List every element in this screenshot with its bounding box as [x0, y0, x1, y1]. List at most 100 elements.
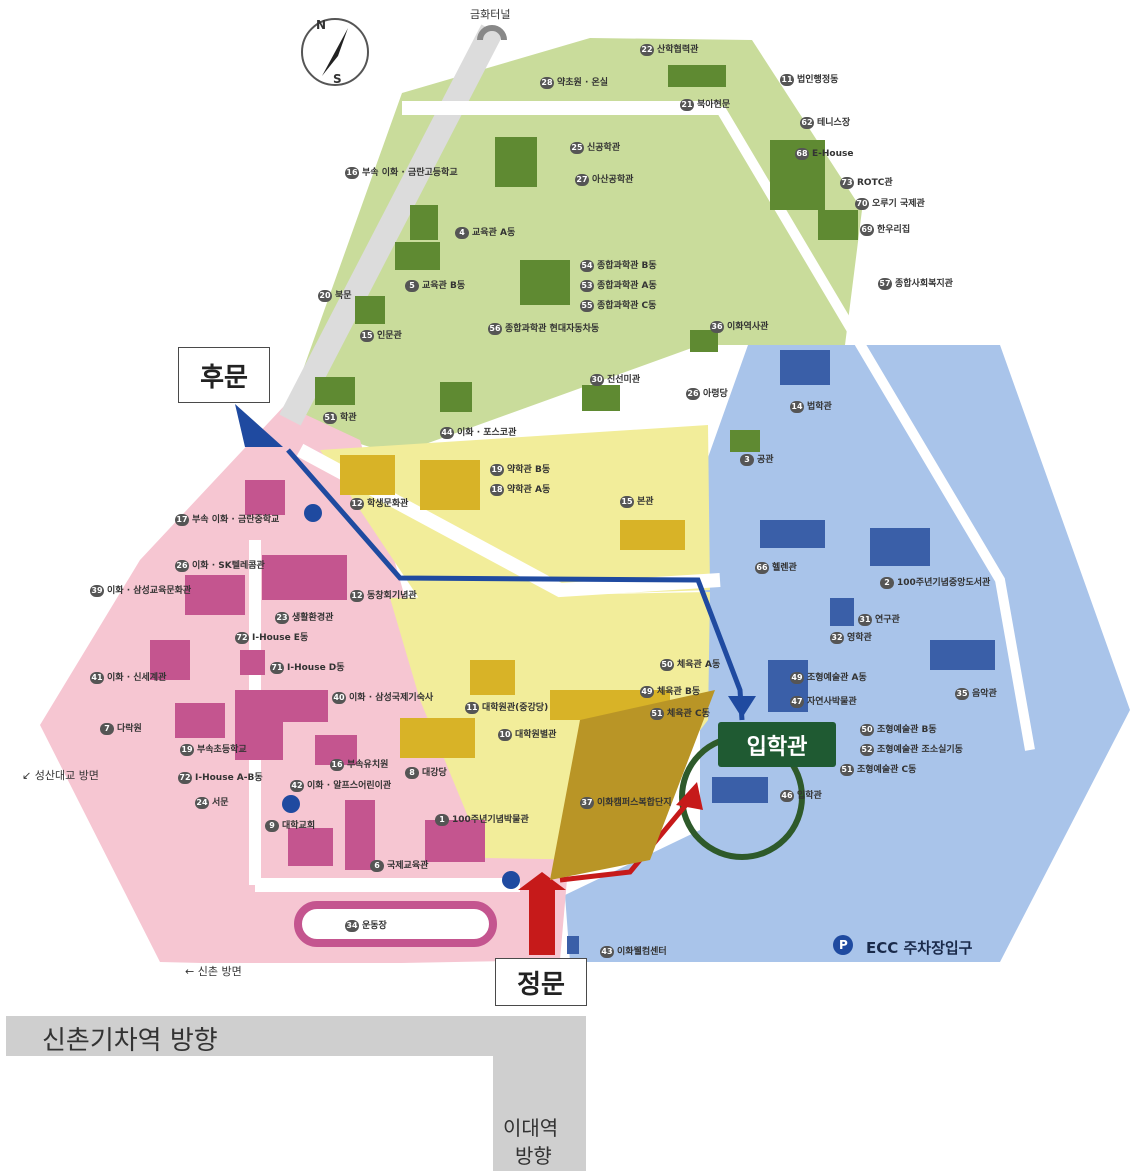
- building-name: 이화웰컴센터: [617, 947, 667, 957]
- building-name: I-House E동: [252, 633, 309, 643]
- building-number: 5: [405, 280, 419, 292]
- building-name: 대학원별관: [515, 730, 557, 740]
- parking-icon: [282, 504, 853, 955]
- athletic-track: [294, 901, 497, 947]
- building-name: 학관: [340, 413, 357, 423]
- building-number: 25: [570, 142, 584, 154]
- building-block: [262, 555, 347, 600]
- building-name: 운동장: [362, 921, 387, 931]
- building-number: 55: [580, 300, 594, 312]
- building-name: 체육관 B동: [657, 687, 701, 697]
- road-east: [715, 105, 1035, 751]
- building-block: [355, 296, 385, 324]
- p-mark: P: [839, 938, 848, 952]
- building-number: 12: [350, 498, 364, 510]
- sinchon-station-direction: 신촌기차역 방향: [42, 1026, 218, 1056]
- building-block: [345, 800, 375, 870]
- building-number: 66: [755, 562, 769, 574]
- sinchon-road-label: ← 신촌 방면: [185, 965, 242, 978]
- building-block: [830, 598, 854, 626]
- building-name: 교육관 A동: [472, 228, 516, 238]
- building-name: 이화역사관: [727, 322, 769, 332]
- building-name: 이화 · 알프스어린이관: [307, 781, 392, 791]
- yellow-zone-1: [320, 425, 710, 600]
- building-name: 조형예술관 C동: [857, 765, 917, 775]
- ewha-station-direction-2: 방향: [515, 1144, 552, 1168]
- building-name: 대강당: [422, 768, 447, 778]
- building-number: 3: [740, 454, 754, 466]
- building-name: 교육관 B동: [422, 281, 466, 291]
- building-name: 이화 · 포스코관: [457, 428, 517, 438]
- route-blue-tip: [728, 696, 756, 718]
- admissions-callout: 입학관: [718, 722, 836, 767]
- building-number: 72: [235, 632, 249, 644]
- building-number: 50: [860, 724, 874, 736]
- building-name: 약학관 A동: [507, 485, 551, 495]
- building-number: 36: [710, 321, 724, 333]
- building-name: 진선미관: [607, 375, 641, 385]
- building-block: [870, 528, 930, 566]
- compass-n: N: [316, 18, 327, 32]
- building-name: 자연사박물관: [807, 697, 857, 707]
- buildings: [150, 65, 995, 954]
- building-block: [150, 640, 190, 680]
- building-name: 아령당: [703, 389, 728, 399]
- building-block: [185, 575, 245, 615]
- building-name: 체육관 A동: [677, 660, 721, 670]
- building-number: 22: [640, 44, 654, 56]
- building-number: 70: [855, 198, 869, 210]
- building-name: 부속 이화 · 금란고등학교: [362, 168, 458, 178]
- building-block: [668, 65, 726, 87]
- building-block: [730, 430, 760, 452]
- building-name: 학생문화관: [367, 499, 409, 509]
- building-number: 1: [435, 814, 449, 826]
- building-name: 아산공학관: [592, 175, 634, 185]
- building-number: 15: [620, 496, 634, 508]
- building-block: [425, 820, 485, 862]
- building-number: 40: [332, 692, 346, 704]
- building-name: 영학관: [847, 633, 872, 643]
- building-number: 26: [686, 388, 700, 400]
- building-name: 테니스장: [817, 118, 851, 128]
- building-number: 11: [780, 74, 794, 86]
- building-block: [410, 205, 438, 240]
- building-block: [235, 690, 283, 760]
- building-number: 62: [800, 117, 814, 129]
- building-number: 4: [455, 227, 469, 239]
- building-name: 국제교육관: [387, 861, 429, 871]
- building-block: [288, 828, 333, 866]
- building-name: 이화 · 신세계관: [107, 673, 167, 683]
- main-gate-callout: 정문: [495, 958, 587, 1006]
- building-block: [175, 703, 225, 738]
- building-name: E-House: [812, 149, 854, 159]
- building-number: 50: [660, 659, 674, 671]
- building-number: 2: [880, 577, 894, 589]
- building-number: 51: [323, 412, 337, 424]
- building-number: 19: [180, 744, 194, 756]
- building-name: 이화 · 삼성교육문화관: [107, 586, 192, 596]
- building-block: [930, 640, 995, 670]
- seongsan-road-label: ↙ 성산대교 방면: [22, 769, 99, 782]
